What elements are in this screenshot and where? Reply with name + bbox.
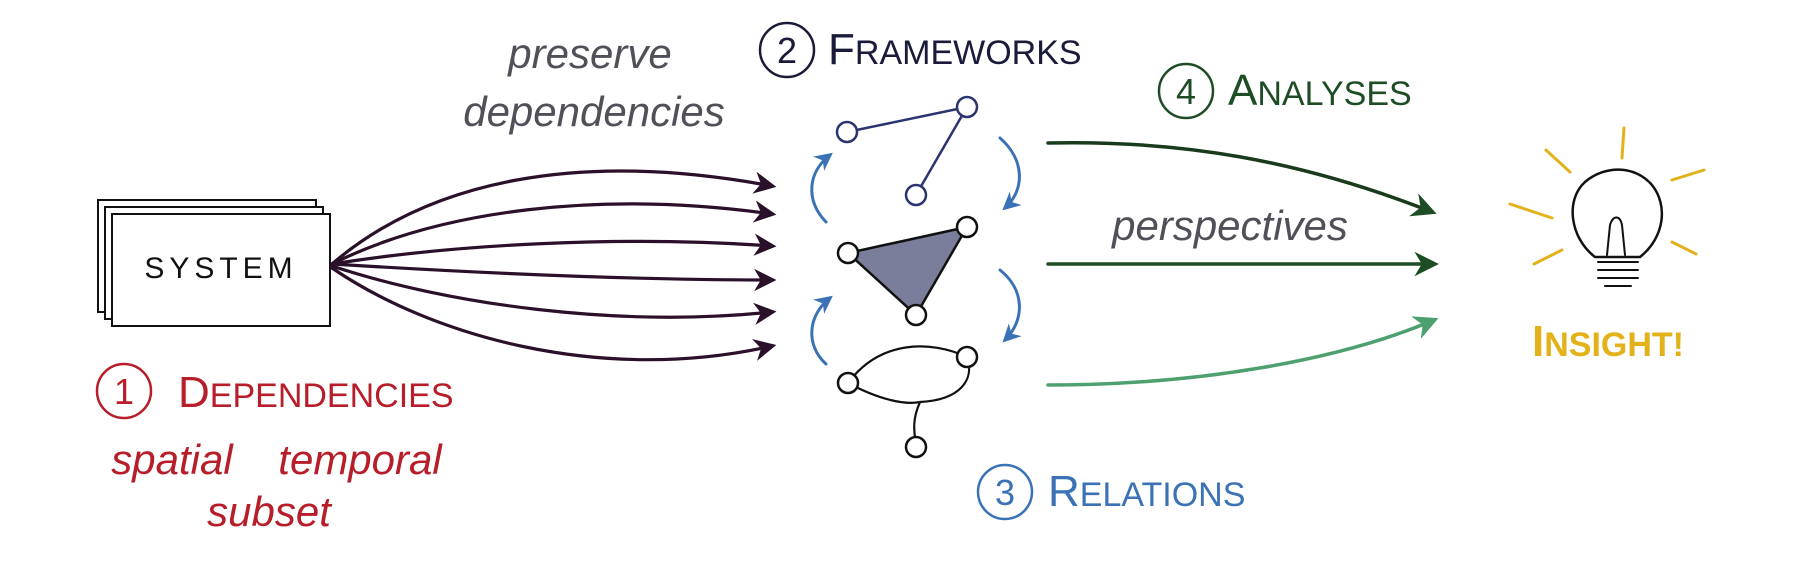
dependency-arrow <box>330 233 777 266</box>
dependency-arrow <box>330 169 777 266</box>
analyses-label: 4 ANALYSES <box>1157 62 1412 120</box>
analyses-number: 4 <box>1176 71 1196 112</box>
dependency-arrow <box>330 262 777 292</box>
insight-initial: I <box>1532 317 1544 366</box>
relations-rest: ELATIONS <box>1080 476 1246 514</box>
light-ray <box>1670 168 1706 182</box>
dependencies-label: 1 DEPENDENCIES <box>95 362 454 420</box>
light-ray <box>1544 148 1572 174</box>
perspectives-caption: perspectives <box>1110 202 1348 249</box>
dependencies-initial: D <box>178 368 210 417</box>
insight-rest: NSIGHT! <box>1544 326 1684 364</box>
svg-text:FRAMEWORKS: FRAMEWORKS <box>828 25 1082 74</box>
insight-label: INSIGHT! <box>1532 317 1684 366</box>
analysis-arrows <box>1046 140 1439 387</box>
dependency-arrow <box>330 200 777 266</box>
relations-label: 3 RELATIONS <box>976 463 1245 521</box>
simplicial-complex-icon <box>836 215 979 327</box>
dependencies-number: 1 <box>114 371 134 412</box>
dependency-arrows <box>330 169 777 362</box>
light-ray <box>1532 248 1564 266</box>
analysis-arrow <box>1046 316 1439 387</box>
system-label: SYSTEM <box>144 252 297 285</box>
preserve-caption-line2: dependencies <box>463 88 725 135</box>
frameworks-initial: F <box>828 25 855 74</box>
dependency-subtype-spatial: spatial <box>111 436 234 483</box>
frameworks-number: 2 <box>777 30 797 71</box>
analysis-arrow <box>1046 140 1437 217</box>
analyses-initial: A <box>1228 66 1258 115</box>
relation-arrow <box>998 136 1022 211</box>
hypergraph-icon <box>836 345 979 459</box>
relations-initial: R <box>1048 467 1080 516</box>
frameworks-rest: RAMEWORKS <box>855 34 1082 72</box>
light-ray <box>1670 240 1698 256</box>
relation-arrow <box>810 295 833 366</box>
relation-arrow <box>810 152 833 224</box>
light-ray <box>1508 202 1554 220</box>
lightbulb-icon <box>1508 126 1706 287</box>
svg-text:ANALYSES: ANALYSES <box>1228 66 1412 115</box>
analyses-rest: NALYSES <box>1257 75 1411 113</box>
dependency-arrow <box>330 264 777 326</box>
frameworks-label: 2 FRAMEWORKS <box>758 21 1082 79</box>
dependency-subtype-subset: subset <box>207 488 333 535</box>
svg-text:DEPENDENCIES: DEPENDENCIES <box>178 368 454 417</box>
light-ray <box>1620 126 1626 160</box>
svg-text:RELATIONS: RELATIONS <box>1048 467 1245 516</box>
dependency-subtype-temporal: temporal <box>278 436 443 483</box>
relation-arrows <box>810 136 1022 366</box>
relation-arrow <box>998 268 1022 343</box>
dependency-arrow <box>330 266 777 362</box>
preserve-caption-line1: preserve <box>506 30 671 77</box>
dependencies-rest: EPENDENCIES <box>210 377 454 415</box>
line-graph-icon <box>835 95 979 207</box>
system-box: SYSTEM <box>97 199 331 327</box>
relations-number: 3 <box>995 472 1015 513</box>
